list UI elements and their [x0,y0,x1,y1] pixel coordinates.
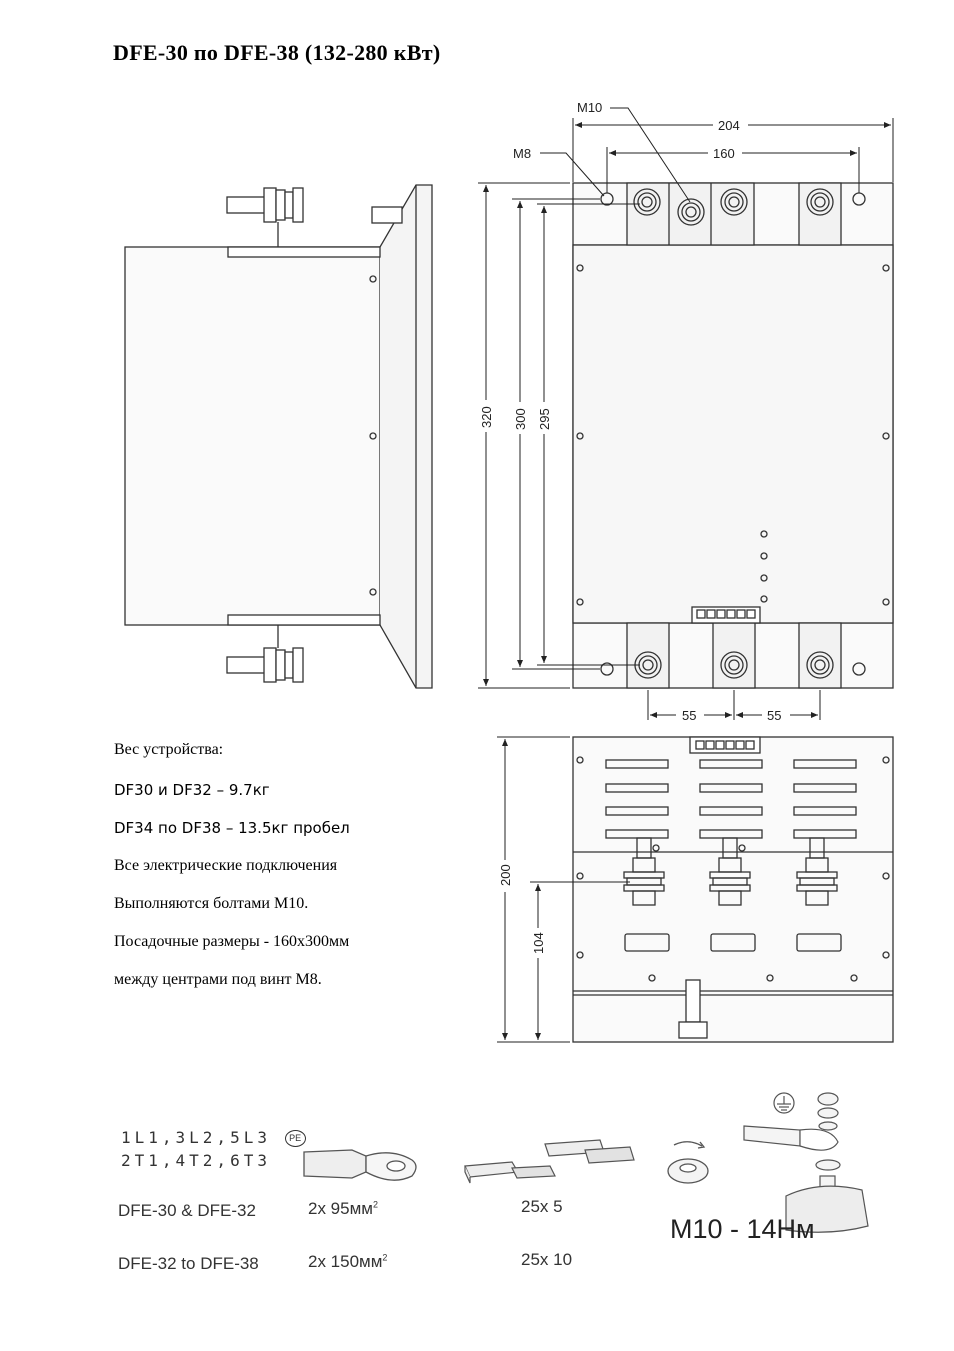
weight-df30: DF30 и DF32 – 9.7кг [114,781,270,799]
bottom-view [572,736,894,1043]
weight-df34: DF34 по DF38 – 13.5кг пробел [114,819,350,837]
dim-104: 104 [531,932,546,954]
busbar-size-row-2: 25x 10 [521,1250,573,1269]
dim-m10: M10 [577,100,602,115]
dim-300: 300 [513,408,528,430]
side-view [124,184,433,689]
front-dimensions [478,107,894,720]
page-title: DFE-30 по DFE-38 (132-280 кВт) [113,40,441,65]
pe-label: PE [284,1130,306,1147]
ground-bolt-assembly-icon [743,1092,869,1233]
weight-heading: Вес устройства: [114,741,224,758]
bottom-dimensions [497,736,630,1043]
dim-55-right: 55 [767,708,781,723]
front-view [572,182,894,689]
cable-size-row-2: 2x 150мм2 [308,1252,388,1271]
dim-200: 200 [498,864,513,886]
dim-320: 320 [479,406,494,428]
cable-lug-icon [303,1149,417,1181]
connections-line-2: Выполняются болтами М10. [114,895,309,912]
dim-55-left: 55 [682,708,696,723]
mounting-line-2: между центрами под винт М8. [114,971,322,988]
busbar-icon [464,1139,635,1184]
dim-m8: M8 [513,146,531,161]
nut-icon [667,1141,709,1184]
model-row-2: DFE-32 to DFE-38 [118,1254,259,1273]
mounting-line-1: Посадочные размеры - 160х300мм [114,933,350,950]
dim-295: 295 [537,408,552,430]
model-row-1: DFE-30 & DFE-32 [118,1201,256,1220]
terminals-line-2: 2T1,4T2,6T3 [121,1151,271,1170]
torque-spec: M10 - 14Нм [670,1214,815,1244]
terminals-line-1: 1L1,3L2,5L3 PE [121,1128,306,1147]
cable-size-row-1: 2x 95мм2 [308,1199,378,1218]
connections-line-1: Все электрические подключения [114,857,338,874]
dim-204: 204 [718,118,740,133]
dim-160: 160 [713,146,735,161]
busbar-size-row-1: 25x 5 [521,1197,563,1216]
